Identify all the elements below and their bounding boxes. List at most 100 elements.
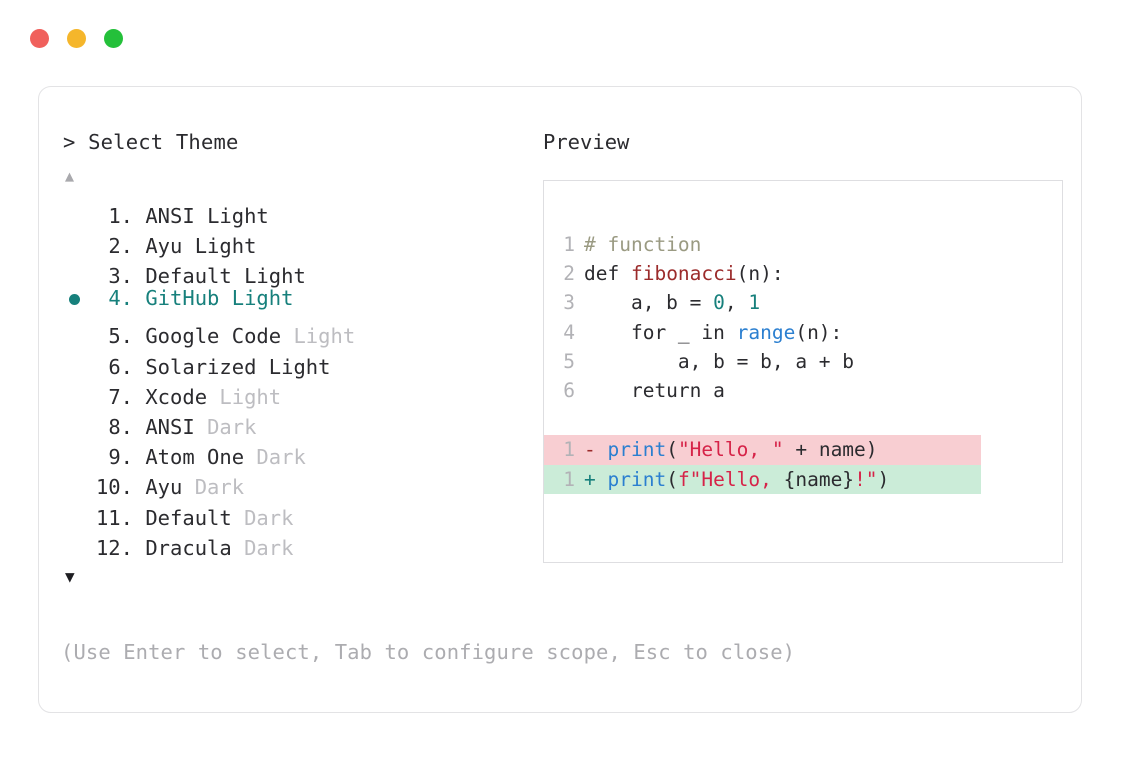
code-line: 1# function xyxy=(561,230,1062,259)
theme-item-variant: Dark xyxy=(207,415,257,439)
theme-item-variant: Dark xyxy=(244,505,294,530)
selection-bullet-cell xyxy=(63,374,91,404)
theme-item-variant: Dark xyxy=(256,445,306,470)
theme-item-variant: Light xyxy=(219,384,282,409)
line-number: 1 xyxy=(563,438,575,462)
code-token: + name) xyxy=(783,438,878,462)
theme-list-item[interactable]: 8. ANSI Dark xyxy=(63,404,533,439)
code-token: range xyxy=(736,320,796,344)
code-text: return a xyxy=(584,376,725,405)
code-token: print xyxy=(607,438,667,462)
code-text: + print(f"Hello, {name}!") xyxy=(584,465,889,494)
line-number: 3 xyxy=(563,291,575,315)
theme-list-item[interactable]: 4. GitHub Light xyxy=(63,283,533,313)
code-token: f"Hello, xyxy=(677,467,784,491)
selection-bullet-cell xyxy=(63,343,91,373)
code-token: 0 xyxy=(713,291,725,315)
code-token: !" xyxy=(854,467,878,491)
theme-item-number: 9. xyxy=(108,445,133,470)
theme-item-name: GitHub xyxy=(133,286,232,311)
theme-item-number: 6. xyxy=(108,354,133,379)
theme-item-name: ANSI xyxy=(133,203,208,228)
theme-list-item[interactable]: 12. Dracula Dark xyxy=(63,525,533,560)
theme-item-number: 1. xyxy=(108,203,133,228)
theme-item-variant: Light xyxy=(293,324,356,349)
theme-item-name: Default xyxy=(133,505,245,530)
theme-item-variant: Light xyxy=(194,233,257,258)
theme-list-item[interactable]: 7. Xcode Light xyxy=(63,374,533,409)
close-dot[interactable] xyxy=(30,29,49,48)
code-token: # function xyxy=(584,232,702,256)
theme-item-name: Default xyxy=(133,264,245,289)
code-token: ( xyxy=(666,467,678,491)
code-token: print xyxy=(607,467,667,491)
line-number: 5 xyxy=(563,350,575,374)
theme-list-item[interactable]: 3. Default Light xyxy=(63,253,533,288)
theme-item-number: 10. xyxy=(95,475,133,500)
theme-item-number: 5. xyxy=(108,324,133,349)
code-line: 4 for _ in range(n): xyxy=(561,318,1062,347)
theme-item-variant: Dark xyxy=(244,535,294,560)
code-line: 2 def fibonacci(n): xyxy=(561,259,1062,288)
code-line: 6 return a xyxy=(561,376,1062,405)
selection-bullet-cell xyxy=(63,494,91,524)
diff-line: 1- print("Hello, " + name) xyxy=(544,435,981,465)
theme-list-item[interactable]: 11. Default Dark xyxy=(63,494,533,530)
minimize-dot[interactable] xyxy=(67,29,86,48)
theme-item-variant: Light xyxy=(268,354,331,379)
code-token: for _ in xyxy=(584,320,737,344)
theme-list-item[interactable]: 6. Solarized Light xyxy=(63,343,533,379)
theme-list-item[interactable]: 1. ANSI Light xyxy=(63,193,533,228)
theme-list-item[interactable]: 2. Ayu Light xyxy=(63,223,533,258)
theme-item-number: 2. xyxy=(108,233,133,258)
theme-item-variant: Light xyxy=(244,264,306,289)
code-token: {name} xyxy=(783,467,855,491)
code-token: "Hello, " xyxy=(677,438,784,462)
code-token: ) xyxy=(877,467,890,491)
theme-item-name: Dracula xyxy=(133,535,245,560)
code-token: ( xyxy=(666,438,678,462)
theme-item-number: 4. xyxy=(108,286,133,311)
scroll-down-icon[interactable]: ▼ xyxy=(65,566,75,586)
window-titlebar xyxy=(30,29,123,48)
line-number: 1 xyxy=(563,467,575,491)
code-token: fibonacci xyxy=(630,261,737,285)
code-token: (n): xyxy=(736,261,784,285)
line-number: 2 xyxy=(563,261,575,285)
theme-item-name: ANSI xyxy=(133,415,208,439)
theme-item-number: 3. xyxy=(108,264,133,289)
maximize-dot[interactable] xyxy=(104,29,123,48)
code-token: - xyxy=(584,438,608,462)
code-token: def xyxy=(584,261,631,285)
theme-list-item[interactable]: 9. Atom One Dark xyxy=(63,434,533,469)
scroll-up-icon[interactable]: ▲ xyxy=(65,166,75,185)
code-token: + xyxy=(584,467,608,491)
theme-item-name: Solarized xyxy=(133,354,269,379)
code-text: def fibonacci(n): xyxy=(584,259,784,288)
theme-item-number: 11. xyxy=(95,505,133,530)
code-text: - print("Hello, " + name) xyxy=(584,435,878,464)
theme-item-number: 8. xyxy=(108,415,133,439)
theme-list-item[interactable]: 5. Google Code Light xyxy=(63,313,533,348)
theme-list-item[interactable]: 10. Ayu Dark xyxy=(63,464,533,499)
code-text: a, b = b, a + b xyxy=(584,347,854,376)
theme-item-variant: Light xyxy=(231,286,294,311)
theme-item-name: Xcode xyxy=(133,384,220,409)
theme-item-variant: Dark xyxy=(194,475,245,500)
line-number: 6 xyxy=(563,379,575,403)
code-token: (n): xyxy=(795,320,843,344)
code-token: , xyxy=(724,291,749,315)
theme-item-number: 7. xyxy=(108,384,133,409)
selection-bullet-cell xyxy=(63,193,91,223)
code-text: # function xyxy=(584,230,701,259)
theme-item-number: 12. xyxy=(95,535,133,560)
code-token: a, b = b, a + b xyxy=(584,350,855,374)
theme-item-variant: Light xyxy=(207,203,269,228)
code-text: for _ in range(n): xyxy=(584,318,842,347)
